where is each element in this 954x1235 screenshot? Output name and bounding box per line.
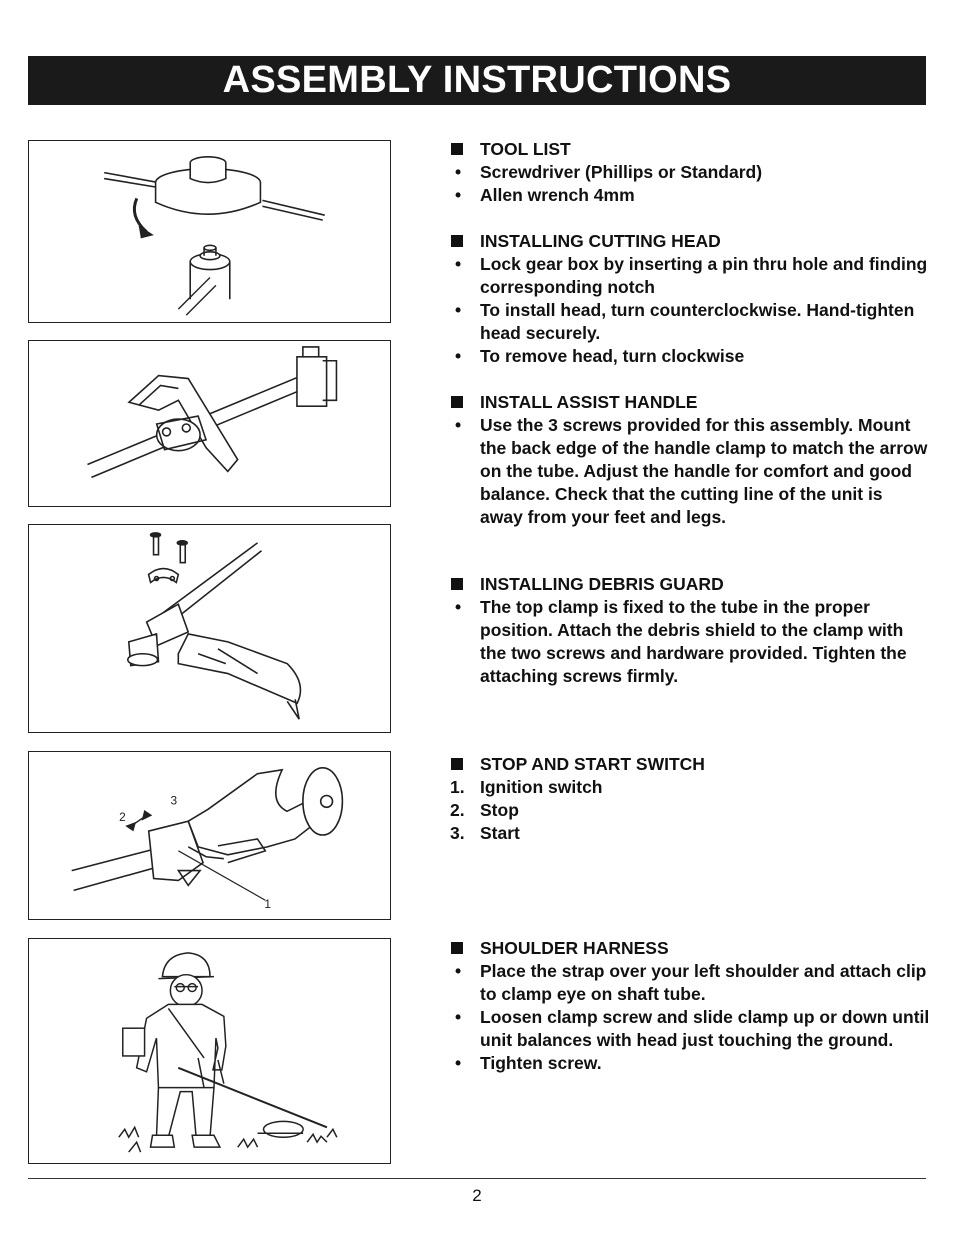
item-text: Allen wrench 4mm: [480, 185, 635, 205]
square-bullet-icon: [451, 942, 463, 954]
heading-text: STOP AND START SWITCH: [480, 754, 705, 774]
item-text: To install head, turn counterclockwise. …: [480, 300, 915, 343]
list-item: • Allen wrench 4mm: [450, 184, 930, 207]
list-item: • Loosen clamp screw and slide clamp up o…: [450, 1006, 930, 1052]
section-heading: INSTALLING DEBRIS GUARD: [450, 573, 930, 596]
bullet-list: • Place the strap over your left shoulder…: [450, 960, 930, 1075]
list-item: 2. Stop: [450, 799, 930, 822]
bullet-list: • The top clamp is fixed to the tube in t…: [450, 596, 930, 688]
bullet-icon: •: [455, 185, 462, 205]
bullet-icon: •: [455, 300, 462, 320]
list-item: • To install head, turn counterclockwise.…: [450, 299, 930, 345]
page-number: 2: [472, 1186, 482, 1205]
figure-shoulder-harness: [28, 938, 391, 1164]
item-text: Start: [480, 823, 520, 843]
item-number: 2.: [450, 800, 465, 820]
section-heading: INSTALL ASSIST HANDLE: [450, 391, 930, 414]
item-text: The top clamp is fixed to the tube in th…: [480, 597, 907, 686]
figure-assist-handle: [28, 340, 391, 507]
section-debris-guard: INSTALLING DEBRIS GUARD • The top clamp i…: [450, 573, 930, 688]
title-banner: ASSEMBLY INSTRUCTIONS: [28, 56, 926, 105]
section-tool-list: TOOL LIST • Screwdriver (Phillips or Stan…: [450, 138, 930, 207]
item-text: Place the strap over your left shoulder …: [480, 961, 927, 1004]
page-title: ASSEMBLY INSTRUCTIONS: [222, 59, 732, 101]
shoulder-harness-illustration: [118, 952, 338, 1153]
numbered-list: 1. Ignition switch 2. Stop 3. Start: [450, 776, 930, 845]
bullet-list: • Screwdriver (Phillips or Standard) • All…: [450, 161, 930, 207]
section-switch: STOP AND START SWITCH 1. Ignition switch …: [450, 753, 930, 845]
bullet-icon: •: [455, 162, 462, 182]
callout-1: 1: [264, 897, 271, 911]
bullet-icon: •: [455, 415, 462, 435]
item-text: Screwdriver (Phillips or Standard): [480, 162, 763, 182]
square-bullet-icon: [451, 758, 463, 770]
item-number: 3.: [450, 823, 465, 843]
bullet-icon: •: [455, 1053, 462, 1073]
list-item: 1. Ignition switch: [450, 776, 930, 799]
bullet-icon: •: [455, 1007, 462, 1027]
switch-illustration: 2 3 1: [71, 767, 344, 911]
heading-text: INSTALLING DEBRIS GUARD: [480, 574, 724, 594]
section-cutting-head: INSTALLING CUTTING HEAD • Lock gear box b…: [450, 230, 930, 368]
section-heading: STOP AND START SWITCH: [450, 753, 930, 776]
list-item: • Screwdriver (Phillips or Standard): [450, 161, 930, 184]
bullet-list: • Use the 3 screws provided for this asse…: [450, 414, 930, 529]
bullet-icon: •: [455, 254, 462, 274]
heading-text: INSTALL ASSIST HANDLE: [480, 392, 698, 412]
bullet-icon: •: [455, 597, 462, 617]
heading-text: SHOULDER HARNESS: [480, 938, 669, 958]
callout-2: 2: [119, 810, 126, 824]
bullet-icon: •: [455, 961, 462, 981]
section-shoulder-harness: SHOULDER HARNESS • Place the strap over y…: [450, 937, 930, 1075]
heading-text: INSTALLING CUTTING HEAD: [480, 231, 721, 251]
list-item: • Tighten screw.: [450, 1052, 930, 1075]
list-item: • The top clamp is fixed to the tube in t…: [450, 596, 930, 688]
figure-switch: 2 3 1: [28, 751, 391, 920]
section-heading: TOOL LIST: [450, 138, 930, 161]
footer-divider: [28, 1178, 926, 1179]
item-number: 1.: [450, 777, 465, 797]
bullet-list: • Lock gear box by inserting a pin thru h…: [450, 253, 930, 368]
square-bullet-icon: [451, 143, 463, 155]
list-item: • Lock gear box by inserting a pin thru h…: [450, 253, 930, 299]
item-text: Tighten screw.: [480, 1053, 602, 1073]
square-bullet-icon: [451, 578, 463, 590]
item-text: Loosen clamp screw and slide clamp up or…: [480, 1007, 930, 1050]
item-text: Stop: [480, 800, 519, 820]
item-text: To remove head, turn clockwise: [480, 346, 745, 366]
section-heading: SHOULDER HARNESS: [450, 937, 930, 960]
heading-text: TOOL LIST: [480, 139, 571, 159]
assist-handle-illustration: [87, 346, 338, 479]
figure-debris-guard: [28, 524, 391, 733]
cutting-head-illustration: [104, 156, 325, 316]
list-item: • To remove head, turn clockwise: [450, 345, 930, 368]
callout-3: 3: [170, 793, 177, 807]
square-bullet-icon: [451, 396, 463, 408]
list-item: 3. Start: [450, 822, 930, 845]
list-item: • Place the strap over your left shoulder…: [450, 960, 930, 1006]
item-text: Use the 3 screws provided for this assem…: [480, 415, 928, 527]
section-assist-handle: INSTALL ASSIST HANDLE • Use the 3 screws …: [450, 391, 930, 529]
square-bullet-icon: [451, 235, 463, 247]
bullet-icon: •: [455, 346, 462, 366]
debris-guard-illustration: [126, 532, 302, 720]
section-heading: INSTALLING CUTTING HEAD: [450, 230, 930, 253]
list-item: • Use the 3 screws provided for this asse…: [450, 414, 930, 529]
item-text: Ignition switch: [480, 777, 603, 797]
figure-cutting-head: [28, 140, 391, 323]
item-text: Lock gear box by inserting a pin thru ho…: [480, 254, 928, 297]
